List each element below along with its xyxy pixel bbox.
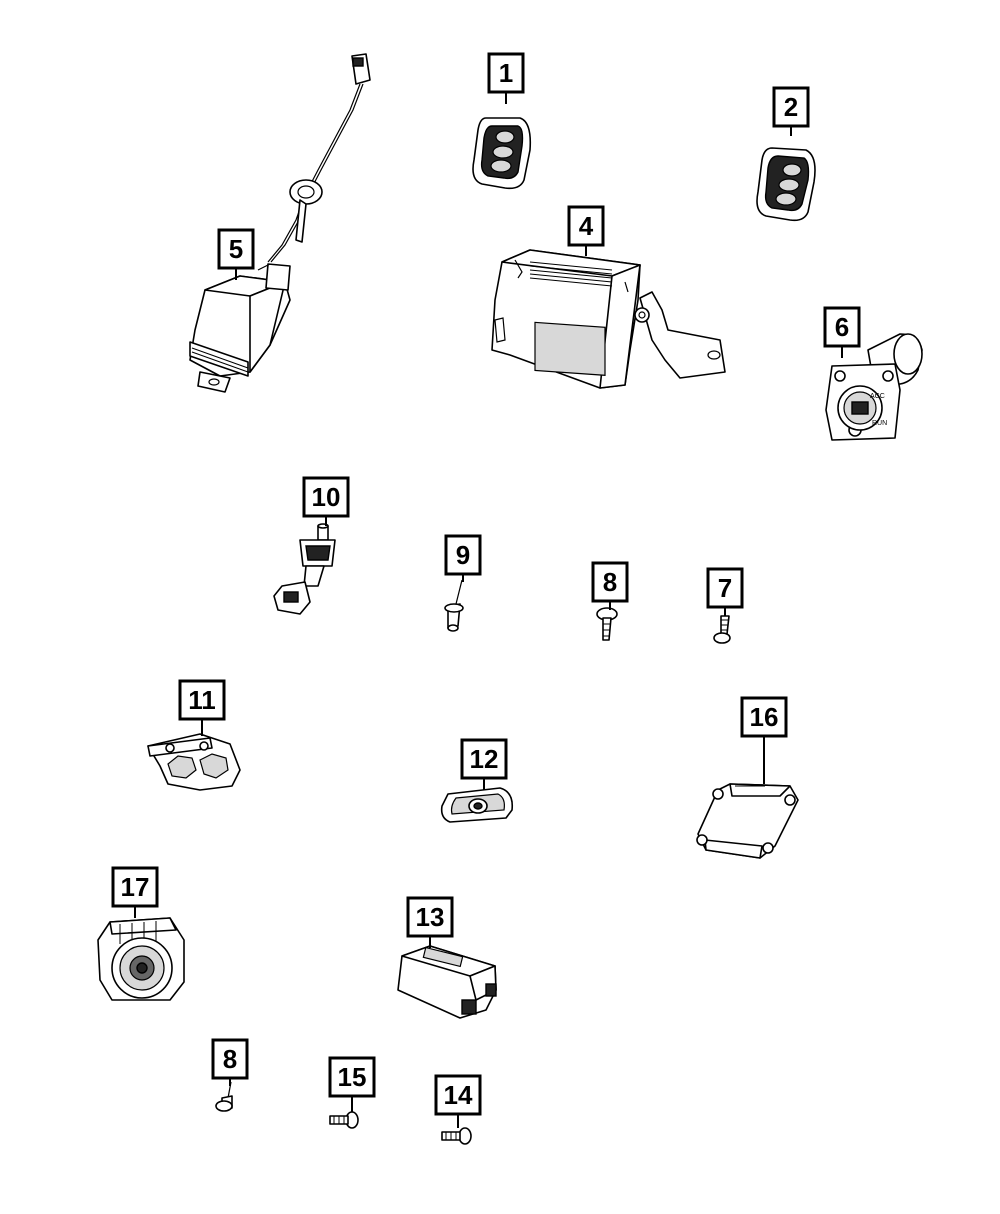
siren-17-icon	[97, 917, 185, 1001]
callout-12: 12	[460, 738, 508, 790]
bolt-8b-icon	[215, 1081, 233, 1112]
callout-5-label: 5	[229, 234, 243, 264]
callout-17-label: 17	[121, 872, 150, 902]
callout-8b: 8	[211, 1038, 249, 1086]
receiver-module-13-icon	[397, 945, 497, 1019]
callout-16-label: 16	[750, 702, 779, 732]
callout-14-label: 14	[444, 1080, 473, 1110]
callout-10: 10	[302, 476, 350, 526]
callout-11: 11	[178, 679, 226, 736]
key-fob-2-icon	[756, 147, 816, 222]
callout-4-label: 4	[579, 211, 594, 241]
callout-9: 9	[444, 534, 482, 582]
bezel-12-icon	[440, 787, 514, 823]
rivet-9-icon	[444, 579, 464, 632]
callout-1-label: 1	[499, 58, 513, 88]
callout-7-label: 7	[718, 573, 732, 603]
callout-5: 5	[217, 228, 255, 280]
callout-8a-label: 8	[603, 567, 617, 597]
callout-16: 16	[740, 696, 788, 784]
callout-10-label: 10	[312, 482, 341, 512]
sensor-connector-10-icon	[273, 523, 336, 615]
svg-text:ACC: ACC	[870, 393, 885, 400]
callout-17: 17	[111, 866, 159, 918]
ignition-switch-6-icon: ACC RUN	[825, 333, 923, 441]
callout-6: 6	[823, 306, 861, 358]
bolt-8a-icon	[596, 607, 618, 641]
callout-11-label: 11	[188, 685, 216, 715]
callout-2: 2	[772, 86, 810, 136]
callout-4: 4	[567, 205, 605, 256]
callout-2-label: 2	[784, 92, 798, 122]
callout-9-label: 9	[456, 540, 470, 570]
callout-6-label: 6	[835, 312, 849, 342]
callout-13: 13	[406, 896, 454, 948]
callout-8b-label: 8	[223, 1044, 237, 1074]
svg-text:RUN: RUN	[872, 420, 887, 427]
callout-8a: 8	[591, 561, 629, 610]
push-pin-14-icon	[441, 1127, 472, 1145]
antenna-module-5-icon	[189, 53, 371, 393]
callout-14: 14	[434, 1074, 482, 1128]
callout-12-label: 12	[470, 744, 499, 774]
key-fob-1-icon	[472, 117, 532, 190]
bracket-11-icon	[147, 733, 241, 791]
callout-7: 7	[706, 567, 744, 616]
callout-1: 1	[487, 52, 525, 104]
control-module-4-icon	[491, 249, 726, 389]
callout-13-label: 13	[416, 902, 445, 932]
module-16-icon	[696, 783, 799, 859]
callout-15-label: 15	[338, 1062, 367, 1092]
push-pin-15-icon	[329, 1111, 359, 1129]
screw-7-icon	[713, 615, 731, 644]
callout-15: 15	[328, 1056, 376, 1112]
